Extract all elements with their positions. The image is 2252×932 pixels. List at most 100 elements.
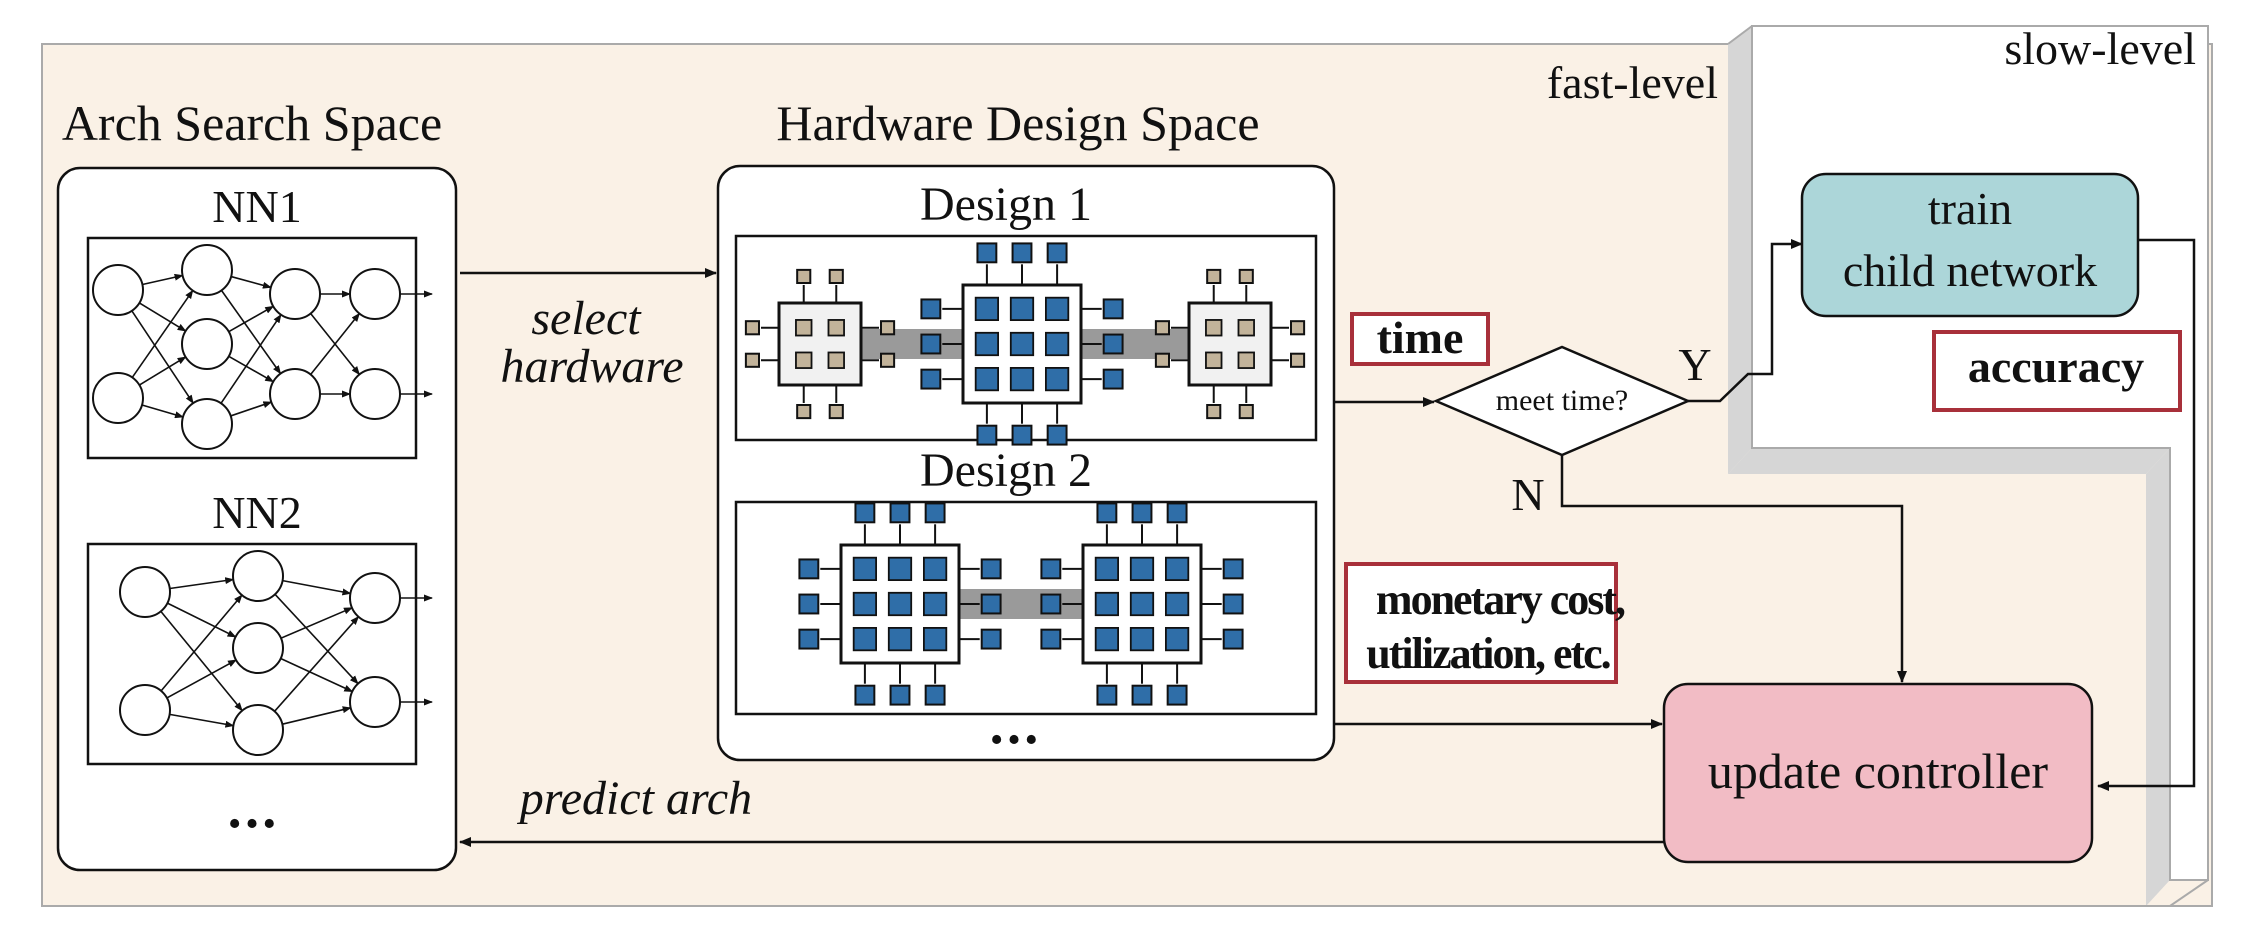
chip-core — [795, 319, 813, 337]
chip-pad — [798, 593, 820, 615]
design1-label: Design 1 — [920, 178, 1092, 231]
chip-pad — [1011, 424, 1033, 446]
chip-core — [795, 351, 813, 369]
nn-edge — [131, 289, 194, 378]
train-label-line1: train — [1928, 183, 2012, 234]
nn-edge — [169, 713, 235, 728]
update-controller-box — [1662, 682, 2094, 864]
nn-node — [181, 318, 233, 370]
design2-chips — [798, 502, 1244, 706]
cost-metric-line1: monetary cost, — [1376, 575, 1625, 624]
nn-node — [232, 704, 284, 756]
chip-pad — [1206, 404, 1222, 420]
chip-pad — [744, 352, 761, 368]
nn-node — [349, 368, 401, 420]
chip-core — [1164, 556, 1190, 582]
chip-pad — [880, 352, 896, 368]
nn-edge — [282, 579, 352, 596]
select-hardware-label-line2: hardware — [500, 340, 683, 393]
chip-pad — [880, 320, 896, 336]
chip-pad — [798, 628, 820, 650]
chip-pad — [1096, 502, 1118, 524]
train-label-line2: child network — [1843, 245, 2097, 296]
chip-pad — [1040, 628, 1062, 650]
chip-pad — [924, 502, 946, 524]
chip-core — [887, 626, 913, 652]
nn2-graph — [119, 550, 433, 756]
chip-core — [974, 366, 1000, 392]
design1-chips — [744, 242, 1306, 446]
select-hardware-label-line1: select — [531, 292, 642, 345]
nn-edge — [282, 706, 352, 725]
accuracy-metric-label: accuracy — [1968, 341, 2144, 392]
nn-edge — [166, 659, 237, 699]
arch-more-ellipsis: ••• — [228, 803, 280, 845]
chip-pad — [976, 424, 998, 446]
chip-pad — [889, 502, 911, 524]
no-label: N — [1511, 469, 1544, 520]
chip-pad — [828, 404, 844, 420]
slow-level-label: slow-level — [2004, 23, 2196, 74]
chip-pad — [1154, 352, 1171, 368]
chip-pad — [924, 684, 946, 706]
chip-core — [974, 331, 1000, 357]
nn-node — [349, 572, 401, 624]
nn-node — [119, 684, 171, 736]
chip-pad — [798, 558, 820, 580]
chip-core — [1205, 319, 1223, 337]
chip-core — [1094, 591, 1120, 617]
chip-core — [974, 296, 1000, 322]
meet-time-label: meet time? — [1496, 384, 1628, 417]
chip-core — [887, 591, 913, 617]
chip-pad — [1011, 242, 1033, 264]
chip-pad — [854, 502, 876, 524]
chip-pad — [796, 268, 812, 285]
nn2-label: NN2 — [212, 487, 301, 538]
chip-pad — [1222, 628, 1244, 650]
chip-core — [1009, 296, 1035, 322]
yes-label: Y — [1678, 339, 1711, 390]
chip-body — [1187, 301, 1273, 387]
chip-core — [852, 556, 878, 582]
chip-pad — [744, 320, 761, 336]
nn-node — [349, 268, 401, 320]
chip-pad — [1046, 424, 1068, 446]
nn-edge — [220, 313, 282, 404]
cost-metric-box — [1344, 562, 1618, 684]
design2-label: Design 2 — [920, 444, 1092, 497]
chip-pad — [1154, 320, 1171, 336]
chip-pad — [796, 404, 812, 420]
chip-core — [1164, 591, 1190, 617]
chip-core — [1129, 591, 1155, 617]
chip-pad — [920, 298, 942, 320]
yes-arrow — [1688, 239, 1803, 403]
nn-node — [181, 398, 233, 450]
chip-core — [1009, 331, 1035, 357]
nn-edge — [131, 310, 194, 405]
chip-core — [1164, 626, 1190, 652]
chip-pad — [1046, 242, 1068, 264]
hardware-design-space-title: Hardware Design Space — [776, 95, 1259, 151]
chip-core — [1205, 351, 1223, 369]
nn-edge — [309, 312, 361, 375]
chip-pad — [1102, 368, 1124, 390]
nn-edge — [160, 594, 243, 692]
accuracy-metric-box — [1932, 330, 2182, 412]
chip-pad — [1040, 558, 1062, 580]
chip-core — [1044, 296, 1070, 322]
no-arrow — [1560, 455, 1907, 683]
nn-node — [232, 622, 284, 674]
nn-edge — [169, 577, 235, 590]
accuracy-feedback-arrow — [2097, 238, 2196, 791]
time-metric-label: time — [1377, 312, 1464, 363]
nn-edge — [230, 275, 272, 289]
nn-node — [119, 566, 171, 618]
chip-pad — [1290, 320, 1306, 336]
chip-core — [1044, 331, 1070, 357]
chip-pad — [1096, 684, 1118, 706]
nn-edge — [280, 607, 353, 639]
chip-core — [852, 626, 878, 652]
nn-node — [181, 244, 233, 296]
chip-pad — [1290, 352, 1306, 368]
